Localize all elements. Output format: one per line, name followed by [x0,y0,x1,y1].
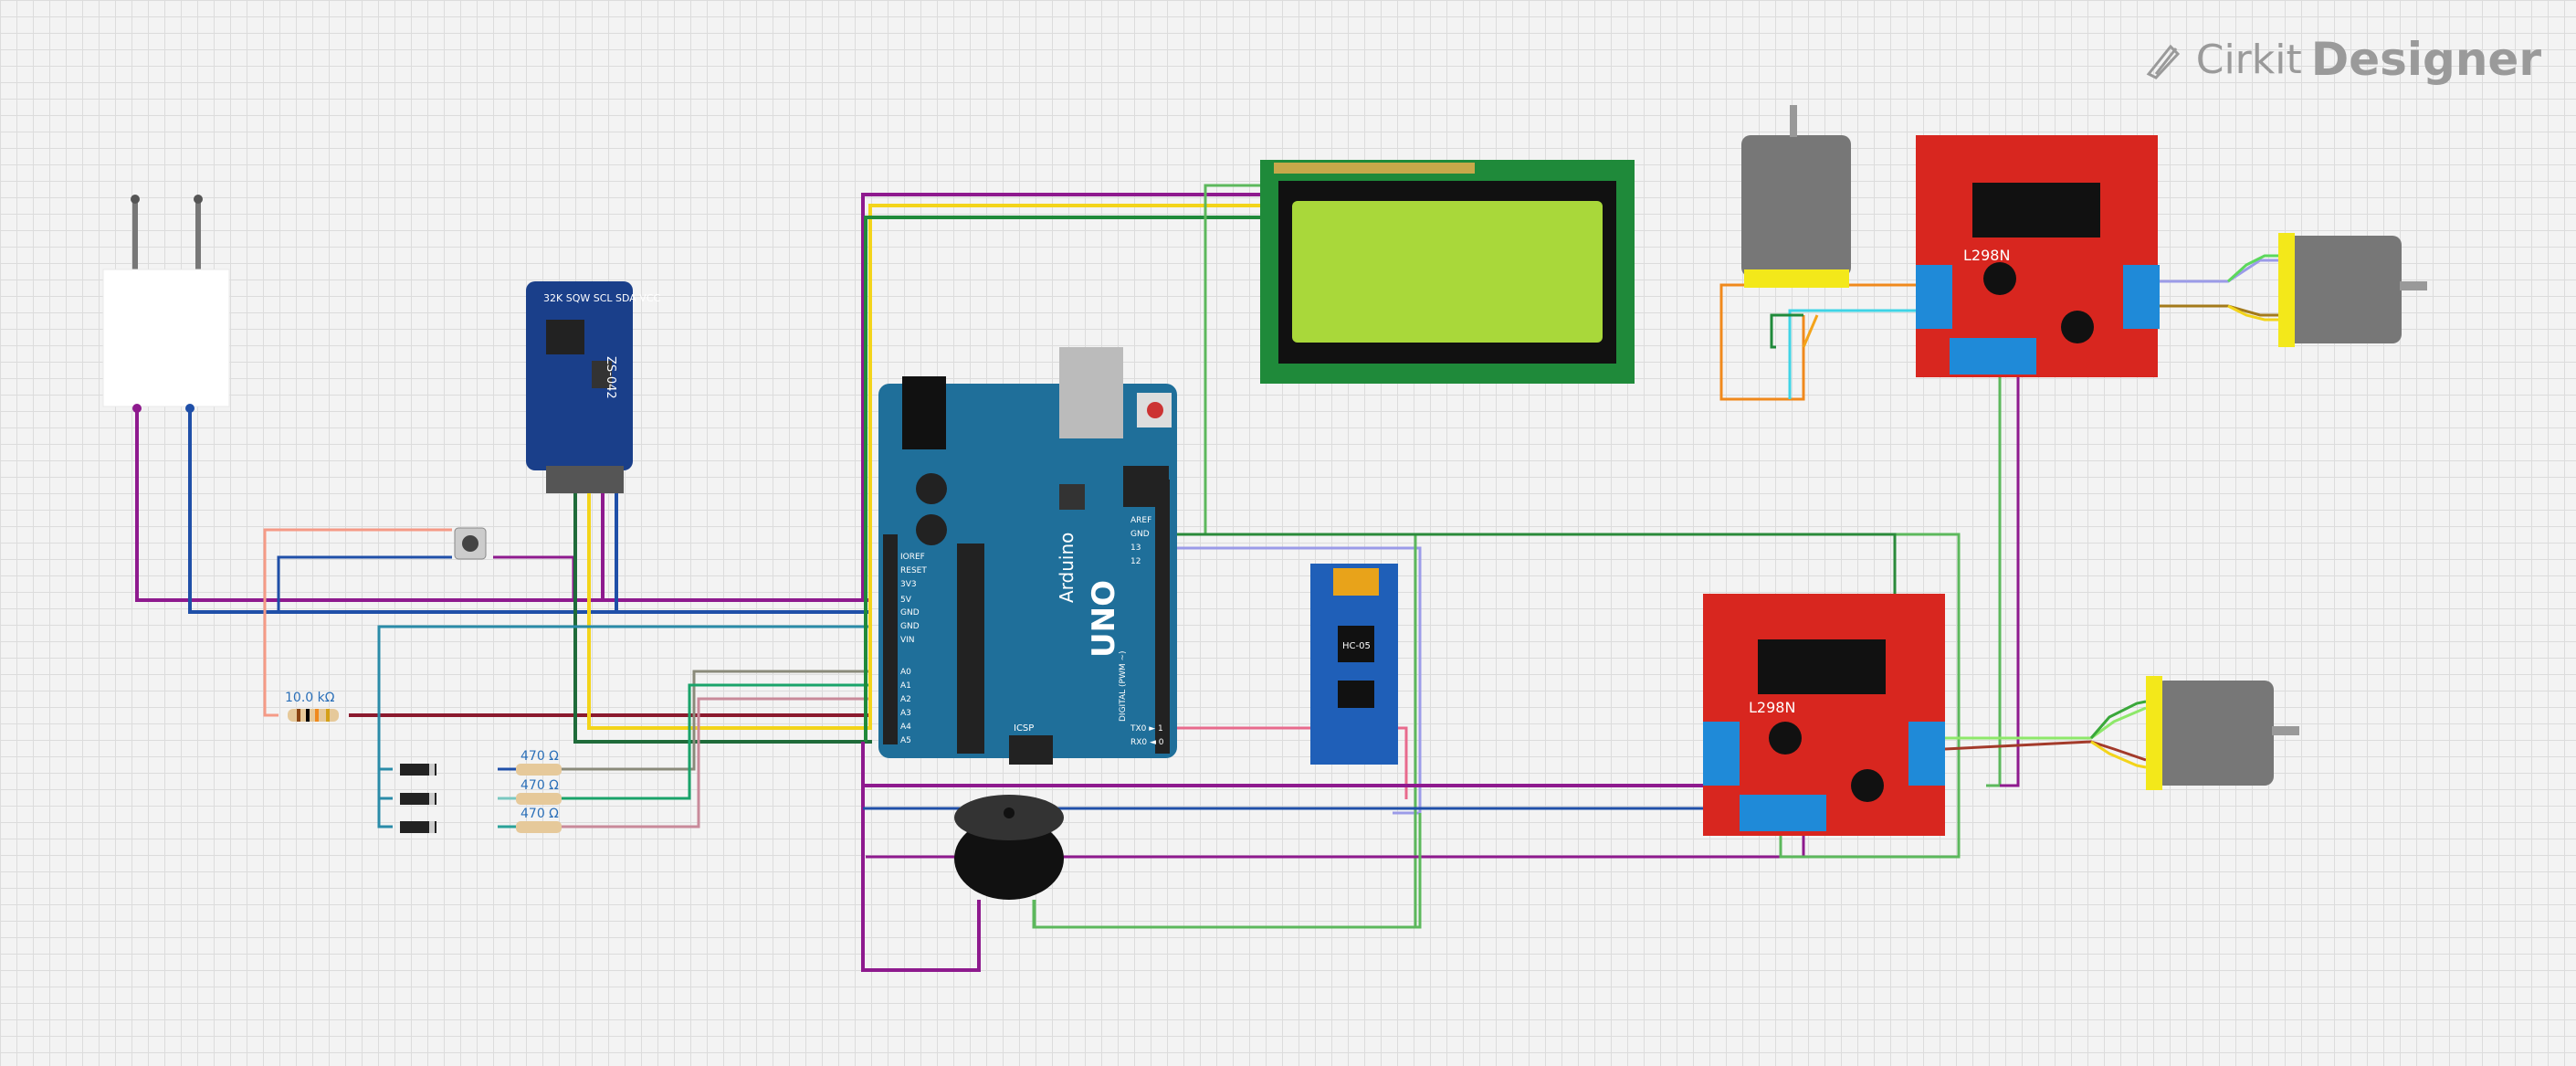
brand-name-light: Cirkit [2195,36,2302,83]
arduino-pin-a4: A4 [900,723,911,732]
wire-motor2-d[interactable] [2227,304,2283,322]
arduino-model: UNO [1086,580,1122,658]
arduino-pin-13: 13 [1130,544,1141,553]
arduino-pin-aref: AREF [1130,516,1151,525]
wire-button-pullup[interactable] [263,528,452,717]
arduino-pin-a3: A3 [900,709,911,718]
resistor-470-label-3: 470 Ω [520,807,559,821]
wire-buzzer-gnd[interactable] [1033,813,1422,929]
resistor-470-label-2: 470 Ω [520,778,559,793]
wire-motor3-c[interactable] [2089,700,2147,739]
pushbutton[interactable] [454,527,487,560]
wire-motor2-c[interactable] [2226,254,2283,283]
arduino-pin-5v: 5V [900,596,912,605]
arduino-pin-tx: TX0 ► 1 [1130,724,1163,734]
wire-lcd-sda[interactable] [868,204,1265,728]
wire-bt-13[interactable] [1164,546,1422,815]
driver2-chip-label: L298N [1749,699,1795,716]
wire-motor1-d[interactable] [1802,314,1819,348]
arduino-uno-board: Arduino UNO DIGITAL (PWM ~) ICSP IOREF R… [878,347,1177,765]
rtc-module: 32K SQW SCL SDA VCC ZS-042 [526,281,660,493]
wire-led1-a0[interactable] [562,670,872,771]
cirkit-designer-logo: Cirkit Designer [2143,33,2541,86]
wire-led3-a2[interactable] [562,697,872,829]
wire-motor3-b[interactable] [1944,740,2147,762]
wire-rtc-sda[interactable] [587,493,872,730]
pencil-logo-icon [2146,44,2180,79]
diode-row-3 [400,821,562,833]
rtc-pin-labels-top: 32K SQW SCL SDA VCC [543,292,660,304]
motor-driver-1: L298N [1916,135,2160,377]
diode-row-1 [400,764,562,776]
motor-driver-2: L298N [1703,594,1945,836]
wire-rtc-scl[interactable] [573,493,872,744]
wire-motor3-d[interactable] [2090,740,2147,769]
arduino-pin-3v3: 3V3 [900,580,917,589]
wire-adapter-5v[interactable] [135,408,872,602]
wire-lcd-vcc[interactable] [861,193,1265,600]
diode-row-2 [400,793,562,805]
wire-adapter-gnd[interactable] [188,408,872,614]
resistor-470-label-1: 470 Ω [520,749,559,764]
arduino-pin-rx: RX0 ◄ 0 [1130,738,1164,747]
wire-motor1-a[interactable] [1719,283,1925,401]
wire-motor3-a[interactable] [1945,706,2147,740]
arduino-brand: Arduino [1056,533,1078,603]
arduino-pin-gnd-digital: GND [1130,530,1150,539]
driver1-chip-label: L298N [1963,247,2010,264]
arduino-digital-label: DIGITAL (PWM ~) [1119,650,1128,722]
lcd-display [1260,160,1635,384]
brand-name-bold: Designer [2310,33,2541,86]
wire-motor1-c[interactable] [1770,313,1803,349]
bluetooth-module: HC-05 [1310,564,1398,765]
arduino-pin-ioref: IOREF [900,553,925,562]
rtc-model-label: ZS-042 [604,356,617,399]
wires-layer [135,184,2283,972]
arduino-pin-vin: VIN [900,636,915,645]
power-adapter [102,195,230,413]
wire-motor2-b[interactable] [2160,304,2283,317]
wire-lcd-scl[interactable] [864,216,1265,742]
wire-button-gnd[interactable] [277,555,452,612]
dc-motor-2 [2278,233,2427,347]
wire-led2-a1[interactable] [562,683,872,800]
resistor-10k-label: 10.0 kΩ [285,691,335,705]
wire-motor1-b[interactable] [1788,309,1925,399]
wire-driver1-gnd[interactable] [2000,375,2020,787]
arduino-pin-reset: RESET [900,566,927,575]
arduino-pin-gnd2: GND [900,622,920,631]
arduino-pin-a1: A1 [900,681,911,691]
wire-buzzer-pos[interactable] [861,742,981,972]
arduino-pin-a0: A0 [900,668,911,677]
wire-bt-tx[interactable] [1164,726,1408,799]
wire-button-signal[interactable] [493,555,575,600]
arduino-pin-gnd1: GND [900,608,920,617]
arduino-icsp-label: ICSP [1014,723,1034,734]
wire-motor2-a[interactable] [2160,259,2283,283]
wire-driver1-to-2[interactable] [1986,375,2002,787]
arduino-pin-a5: A5 [900,736,911,745]
arduino-pin-a2: A2 [900,695,911,704]
bluetooth-model: HC-05 [1342,641,1371,651]
wire-led-gnd[interactable] [377,625,872,829]
dc-motor-3 [2146,676,2299,790]
wire-lcd-gnd[interactable] [1164,184,1265,536]
resistor-10k [288,709,339,722]
arduino-pin-12: 12 [1130,557,1141,566]
dc-motor-1 [1741,105,1851,288]
buzzer [954,795,1064,900]
